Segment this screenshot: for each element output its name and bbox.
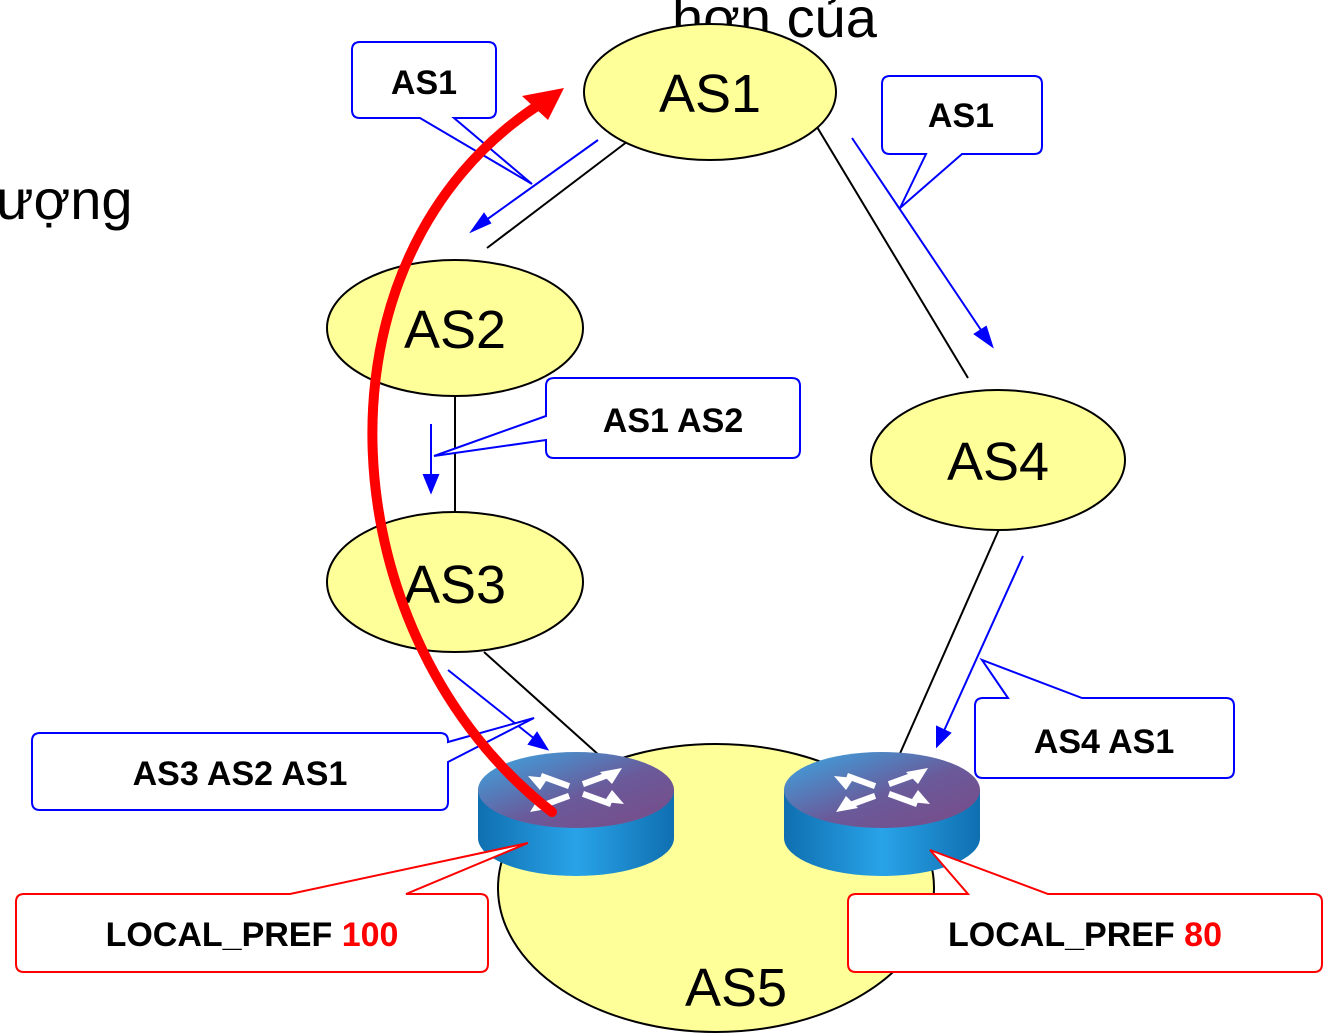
local-pref-right-label: LOCAL_PREF bbox=[948, 916, 1175, 954]
announcement-arrows bbox=[422, 137, 1024, 751]
local-pref-right-value: 80 bbox=[1184, 916, 1222, 954]
arrow-as2-to-as3 bbox=[422, 424, 440, 495]
arrow-as1-to-as4 bbox=[851, 137, 994, 349]
as3-label: AS3 bbox=[404, 555, 506, 615]
as1-node bbox=[583, 23, 837, 161]
callout-as1-as2-text: AS1 AS2 bbox=[603, 402, 743, 440]
link-as3-as5 bbox=[483, 651, 611, 766]
callout-as4-as1-text: AS4 AS1 bbox=[1034, 723, 1174, 761]
as-links bbox=[454, 111, 1001, 766]
local-pref-right-callout: LOCAL_PREF 80 bbox=[847, 849, 1323, 973]
local-pref-left-label: LOCAL_PREF bbox=[106, 916, 333, 954]
as5-label: AS5 bbox=[685, 958, 787, 1018]
as2-label: AS2 bbox=[404, 300, 506, 360]
callout-as1-right: AS1 bbox=[881, 75, 1043, 209]
slide-text-fragment-2: ượng bbox=[0, 168, 133, 231]
link-as4-as5 bbox=[897, 526, 1001, 759]
callout-as3-as2-as1: AS3 AS2 AS1 bbox=[31, 717, 535, 811]
local-pref-left-text: LOCAL_PREF 100 bbox=[106, 916, 399, 954]
callout-as1-left: AS1 bbox=[351, 41, 533, 185]
arrow-as4-to-as5 bbox=[936, 555, 1024, 749]
local-pref-right-text: LOCAL_PREF 80 bbox=[948, 916, 1222, 954]
callout-as3-as2-as1-text: AS3 AS2 AS1 bbox=[133, 755, 348, 793]
callout-as1-as2: AS1 AS2 bbox=[433, 377, 801, 459]
local-pref-left-callout: LOCAL_PREF 100 bbox=[15, 842, 529, 973]
local-pref-left-value: 100 bbox=[342, 916, 399, 954]
callout-as1-right-text: AS1 bbox=[928, 97, 994, 135]
callout-as4-as1: AS4 AS1 bbox=[974, 657, 1235, 779]
router-right-icon bbox=[784, 752, 980, 876]
as4-label: AS4 bbox=[947, 432, 1049, 492]
as4-node bbox=[870, 389, 1126, 531]
best-path-arrow bbox=[367, 88, 564, 817]
arrow-as1-to-as2 bbox=[469, 139, 599, 234]
link-as1-as4 bbox=[807, 111, 969, 379]
as3-node bbox=[326, 511, 584, 653]
link-as1-as2 bbox=[486, 137, 633, 249]
as1-label: AS1 bbox=[659, 64, 761, 124]
callout-as1-left-text: AS1 bbox=[391, 64, 457, 102]
router-left-icon bbox=[478, 752, 674, 876]
arrow-as3-to-as5 bbox=[447, 669, 550, 751]
